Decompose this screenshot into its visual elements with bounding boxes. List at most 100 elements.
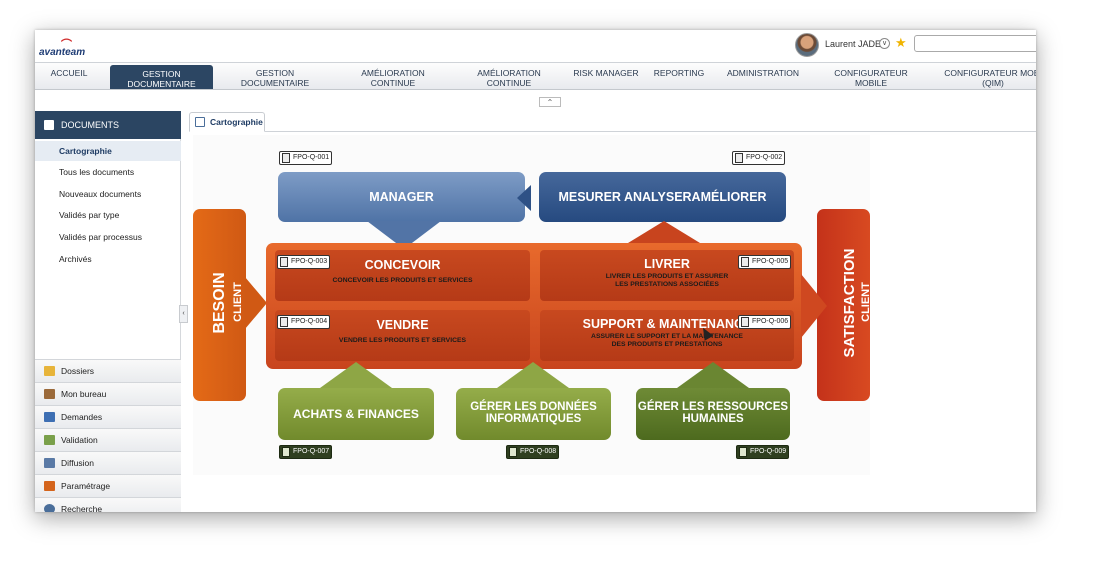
sidebar-section-label: Dossiers	[61, 366, 95, 376]
doc-link-label: FPO-Q-001	[293, 154, 330, 161]
doc-link-fpo-q-002[interactable]: FPO-Q-002	[732, 151, 786, 165]
main-navigation: ACCUEIL GESTION DOCUMENTAIRE GESTION DOC…	[35, 62, 1036, 90]
collapse-sidebar-button[interactable]: ‹	[179, 305, 188, 323]
nav-item-accueil[interactable]: ACCUEIL	[41, 63, 97, 91]
process-title: MANAGER	[369, 190, 434, 204]
user-name[interactable]: Laurent JADE	[825, 39, 882, 49]
doc-link-fpo-q-007[interactable]: FPO-Q-007	[279, 445, 333, 459]
nav-item-configurateur-qim[interactable]: CONFIGURATEUR MOBI (QIM)	[943, 63, 1036, 91]
sidebar-link-tous-documents[interactable]: Tous les documents	[35, 162, 181, 182]
avatar[interactable]	[795, 33, 819, 57]
star-icon[interactable]: ★	[895, 35, 907, 50]
process-title: INFORMATIQUES	[485, 413, 582, 425]
search-input[interactable]	[914, 35, 1036, 52]
sidebar-header-label: DOCUMENTS	[61, 120, 119, 130]
nav-item-amelioration-continue-2[interactable]: AMÉLIORATION CONTINUE	[466, 63, 552, 91]
nav-label: RISK MANAGER	[573, 68, 639, 78]
nav-item-gestion-documentaire-active[interactable]: GESTION DOCUMENTAIRE	[110, 65, 213, 89]
sidebar-link-archives[interactable]: Archivés	[35, 249, 181, 269]
achats-arrow-up	[320, 362, 392, 388]
nav-item-risk-manager[interactable]: RISK MANAGER	[572, 63, 640, 91]
doc-link-label: FPO-Q-006	[752, 318, 789, 325]
nav-item-configurateur-mobile[interactable]: CONFIGURATEUR MOBILE	[830, 63, 912, 91]
nav-item-gestion-documentaire[interactable]: GESTION DOCUMENTAIRE	[231, 63, 319, 91]
process-gerer-ressources-humaines[interactable]: GÉRER LES RESSOURCES HUMAINES	[636, 388, 790, 440]
doc-link-label: FPO-Q-009	[750, 448, 787, 455]
sidebar-link-label: Archivés	[59, 254, 92, 264]
sidebar-section-parametrage[interactable]: Paramétrage	[35, 474, 181, 497]
process-subtitle: CONCEVOIR LES PRODUITS ET SERVICES	[332, 277, 473, 284]
top-bar: ⌒ avanteam Laurent JADE ∨ ★	[35, 30, 1036, 62]
document-icon	[282, 153, 290, 163]
sidebar-section-validation[interactable]: Validation	[35, 428, 181, 451]
nav-label: CONFIGURATEUR MOBI (QIM)	[944, 68, 1036, 88]
app-window: ⌒ avanteam Laurent JADE ∨ ★ ACCUEIL GEST…	[35, 30, 1036, 512]
process-subtitle: ASSURER LE SUPPORT ET LA MAINTENANCE	[591, 333, 743, 340]
process-title: GÉRER LES RESSOURCES	[637, 401, 789, 413]
nav-item-amelioration-continue[interactable]: AMÉLIORATION CONTINUE	[350, 63, 436, 91]
doc-link-label: FPO-Q-004	[291, 318, 328, 325]
doc-link-fpo-q-004[interactable]: FPO-Q-004	[277, 315, 331, 329]
document-icon	[739, 447, 747, 457]
process-title: VENDRE	[376, 318, 429, 332]
process-title: HUMAINES	[682, 413, 744, 425]
document-icon	[280, 317, 288, 327]
process-title: MESURER ANALYSERAMÉLIORER	[558, 190, 767, 204]
process-subtitle: VENDRE LES PRODUITS ET SERVICES	[338, 337, 467, 344]
doc-link-label: FPO-Q-005	[752, 258, 789, 265]
nav-label: GESTION DOCUMENTAIRE	[127, 69, 196, 89]
doc-link-fpo-q-008[interactable]: FPO-Q-008	[506, 445, 560, 459]
process-title: SUPPORT & MAINTENANCE	[582, 317, 752, 331]
doc-link-label: FPO-Q-003	[291, 258, 328, 265]
process-title: ACHATS & FINANCES	[293, 407, 419, 421]
sidebar-link-valides-type[interactable]: Validés par type	[35, 205, 181, 225]
request-icon	[44, 412, 55, 422]
document-icon	[735, 153, 743, 163]
process-mesurer-analyser-ameliorer[interactable]: MESURER ANALYSERAMÉLIORER	[539, 172, 786, 222]
sidebar-section-demandes[interactable]: Demandes	[35, 405, 181, 428]
briefcase-icon	[44, 389, 55, 399]
process-subtitle: LIVRER LES PRODUITS ET ASSURER	[605, 273, 729, 280]
nav-label: CONFIGURATEUR MOBILE	[834, 68, 908, 88]
sidebar-link-valides-processus[interactable]: Validés par processus	[35, 227, 181, 247]
nav-label: AMÉLIORATION CONTINUE	[361, 68, 425, 88]
sidebar-link-label: Cartographie	[59, 146, 112, 156]
process-achats-finances[interactable]: ACHATS & FINANCES	[278, 388, 434, 440]
sidebar-section-dossiers[interactable]: Dossiers	[35, 359, 181, 382]
process-map: BESOIN CLIENT SATISFACTION CLIENT FPO-Q-…	[193, 135, 872, 475]
besoin-client-label: CLIENT	[232, 282, 244, 322]
besoin-arrow	[245, 277, 267, 329]
sidebar: DOCUMENTS Cartographie Tous les document…	[35, 111, 181, 512]
process-manager[interactable]: MANAGER	[278, 172, 525, 222]
folder-icon	[44, 366, 55, 376]
process-support-maintenance[interactable]: SUPPORT & MAINTENANCE ASSURER LE SUPPORT…	[540, 310, 794, 361]
doc-link-fpo-q-006[interactable]: FPO-Q-006	[738, 315, 792, 329]
document-icon	[509, 447, 517, 457]
nav-item-administration[interactable]: ADMINISTRATION	[723, 63, 803, 91]
process-subtitle: DES PRODUITS ET PRESTATIONS	[611, 341, 723, 348]
process-title: LIVRER	[644, 257, 690, 271]
collapse-nav-button[interactable]: ⌃	[539, 97, 561, 107]
chevron-down-icon[interactable]: ∨	[879, 38, 890, 49]
avanteam-logo[interactable]: ⌒ avanteam	[39, 36, 99, 58]
chart-doc-icon	[195, 117, 205, 127]
sidebar-header-documents[interactable]: DOCUMENTS	[35, 111, 181, 139]
tab-cartographie[interactable]: Cartographie	[189, 112, 265, 132]
sidebar-link-nouveaux-documents[interactable]: Nouveaux documents	[35, 184, 181, 204]
checklist-icon	[44, 435, 55, 445]
tab-label: Cartographie	[210, 117, 263, 127]
doc-link-fpo-q-009[interactable]: FPO-Q-009	[736, 445, 790, 459]
sidebar-section-recherche[interactable]: Recherche	[35, 497, 181, 512]
doc-link-fpo-q-001[interactable]: FPO-Q-001	[279, 151, 333, 165]
doc-link-fpo-q-003[interactable]: FPO-Q-003	[277, 255, 331, 269]
doc-link-fpo-q-005[interactable]: FPO-Q-005	[738, 255, 792, 269]
sidebar-section-label: Diffusion	[61, 458, 94, 468]
sidebar-section-diffusion[interactable]: Diffusion	[35, 451, 181, 474]
process-gerer-donnees-informatiques[interactable]: GÉRER LES DONNÉES INFORMATIQUES	[456, 388, 611, 440]
nav-item-reporting[interactable]: REPORTING	[649, 63, 709, 91]
document-icon	[741, 257, 749, 267]
nav-label: GESTION DOCUMENTAIRE	[240, 68, 310, 88]
sidebar-link-label: Tous les documents	[59, 167, 135, 177]
sidebar-section-mon-bureau[interactable]: Mon bureau	[35, 382, 181, 405]
sidebar-link-cartographie[interactable]: Cartographie	[35, 141, 181, 161]
